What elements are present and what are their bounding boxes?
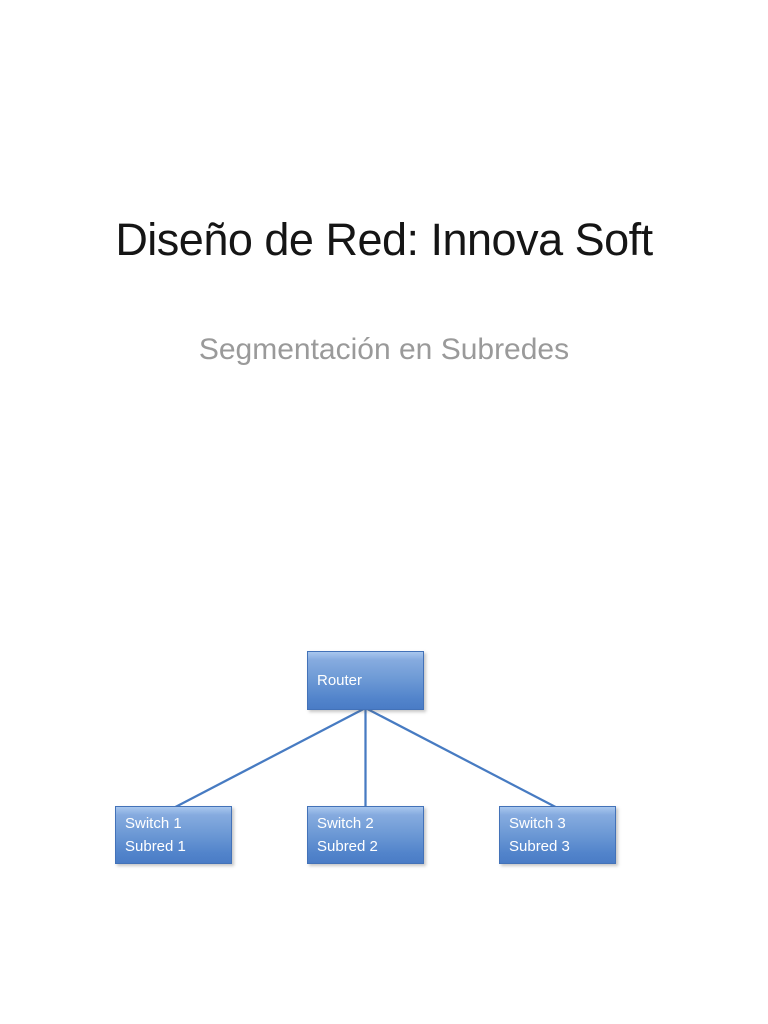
switch3-subnet-label: Subred 3 — [509, 838, 570, 855]
switch1-subnet-label: Subred 1 — [125, 838, 186, 855]
switch1-label: Switch 1 — [125, 815, 182, 832]
slide-subtitle: Segmentación en Subredes — [198, 333, 570, 366]
switch1-node: Switch 1 Subred 1 — [115, 806, 232, 864]
connector-router-to-switch3 — [364, 707, 559, 809]
router-node: Router — [307, 651, 424, 710]
switch3-node: Switch 3 Subred 3 — [499, 806, 616, 864]
connector-router-to-switch1 — [172, 707, 367, 809]
switch3-label: Switch 3 — [509, 815, 566, 832]
slide-title: Diseño de Red: Innova Soft — [115, 214, 653, 265]
router-label: Router — [317, 672, 363, 689]
switch2-node: Switch 2 Subred 2 — [307, 806, 424, 864]
switch2-subnet-label: Subred 2 — [317, 838, 378, 855]
switch2-label: Switch 2 — [317, 815, 374, 832]
